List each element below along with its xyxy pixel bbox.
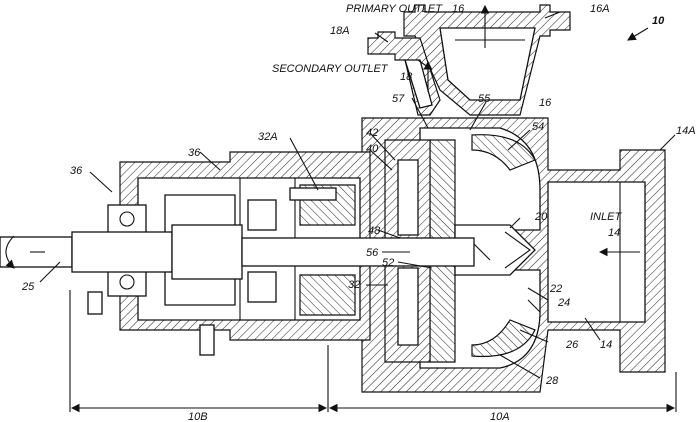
- label-25: 25: [21, 281, 35, 293]
- label-48: 48: [368, 225, 381, 237]
- label-18: 18: [400, 71, 413, 83]
- label-32a: 32A: [258, 131, 278, 143]
- label-32: 32: [348, 279, 360, 291]
- part-labels: PRIMARY OUTLET 16 16A 10 18A SECONDARY O…: [21, 3, 696, 422]
- label-primary-outlet: PRIMARY OUTLET: [346, 3, 443, 15]
- label-inlet: INLET: [590, 211, 622, 223]
- label-26: 26: [565, 339, 579, 351]
- label-18a: 18A: [330, 25, 350, 37]
- label-16a: 16A: [590, 3, 610, 15]
- label-14a: 14A: [676, 125, 696, 137]
- label-10a: 10A: [490, 411, 510, 422]
- leader-lines: [39, 11, 676, 379]
- label-42: 42: [366, 127, 378, 139]
- label-36-top: 36: [188, 147, 201, 159]
- label-24: 24: [557, 297, 570, 309]
- label-36-left: 36: [70, 165, 83, 177]
- label-10: 10: [652, 15, 665, 27]
- label-10b: 10B: [188, 411, 208, 422]
- label-55: 55: [478, 93, 491, 105]
- secondary-outlet-flange: [367, 31, 441, 116]
- primary-outlet-flange: [403, 4, 571, 116]
- label-secondary-outlet: SECONDARY OUTLET: [272, 63, 389, 75]
- label-16-mid: 16: [539, 97, 552, 109]
- label-14-inlet: 14: [608, 227, 620, 239]
- label-54: 54: [532, 121, 544, 133]
- label-56: 56: [366, 247, 379, 259]
- label-28: 28: [545, 375, 559, 387]
- label-20: 20: [534, 211, 548, 223]
- label-22: 22: [549, 283, 562, 295]
- dimension-lines: [69, 290, 677, 413]
- label-14-bottom: 14: [600, 339, 612, 351]
- label-16-top: 16: [452, 3, 465, 15]
- label-57: 57: [392, 93, 405, 105]
- label-52: 52: [382, 257, 394, 269]
- label-40: 40: [366, 143, 379, 155]
- shaft: [0, 224, 475, 280]
